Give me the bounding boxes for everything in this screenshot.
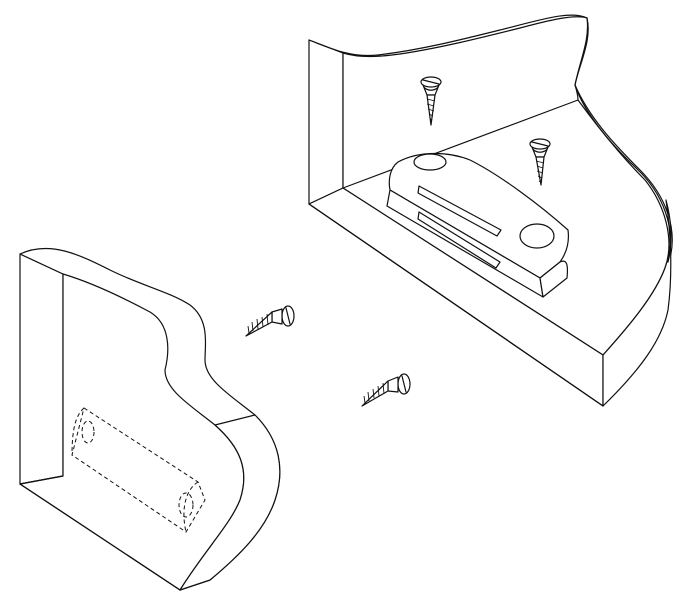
- magnet-side: [539, 260, 569, 298]
- frame-right-curve: [574, 17, 672, 263]
- door-inner-bottom: [19, 475, 64, 485]
- door-thickness: [179, 414, 281, 591]
- hidden-magnet-outline: [71, 407, 206, 533]
- door-face: [19, 253, 64, 485]
- frame-back-wall: [308, 39, 344, 205]
- door-section: [19, 247, 281, 591]
- door-bottom-edge: [19, 483, 181, 591]
- screw-icon: [245, 305, 295, 337]
- magnet-strip-upper: [417, 185, 502, 237]
- frame-right-thickness: [602, 199, 672, 407]
- frame-right-inner: [574, 84, 579, 101]
- magnet-strip-lower: [417, 211, 501, 269]
- magnet-hole-right: [519, 223, 555, 249]
- magnet-body: [386, 152, 570, 298]
- screw-icon: [361, 373, 411, 407]
- magnet-hole-left: [413, 153, 447, 171]
- screw-icon: [420, 76, 442, 126]
- screw-icon: [529, 138, 551, 186]
- frame-inner-curve: [342, 16, 588, 58]
- magnet-top: [388, 152, 570, 279]
- frame-front-bottom: [308, 203, 604, 407]
